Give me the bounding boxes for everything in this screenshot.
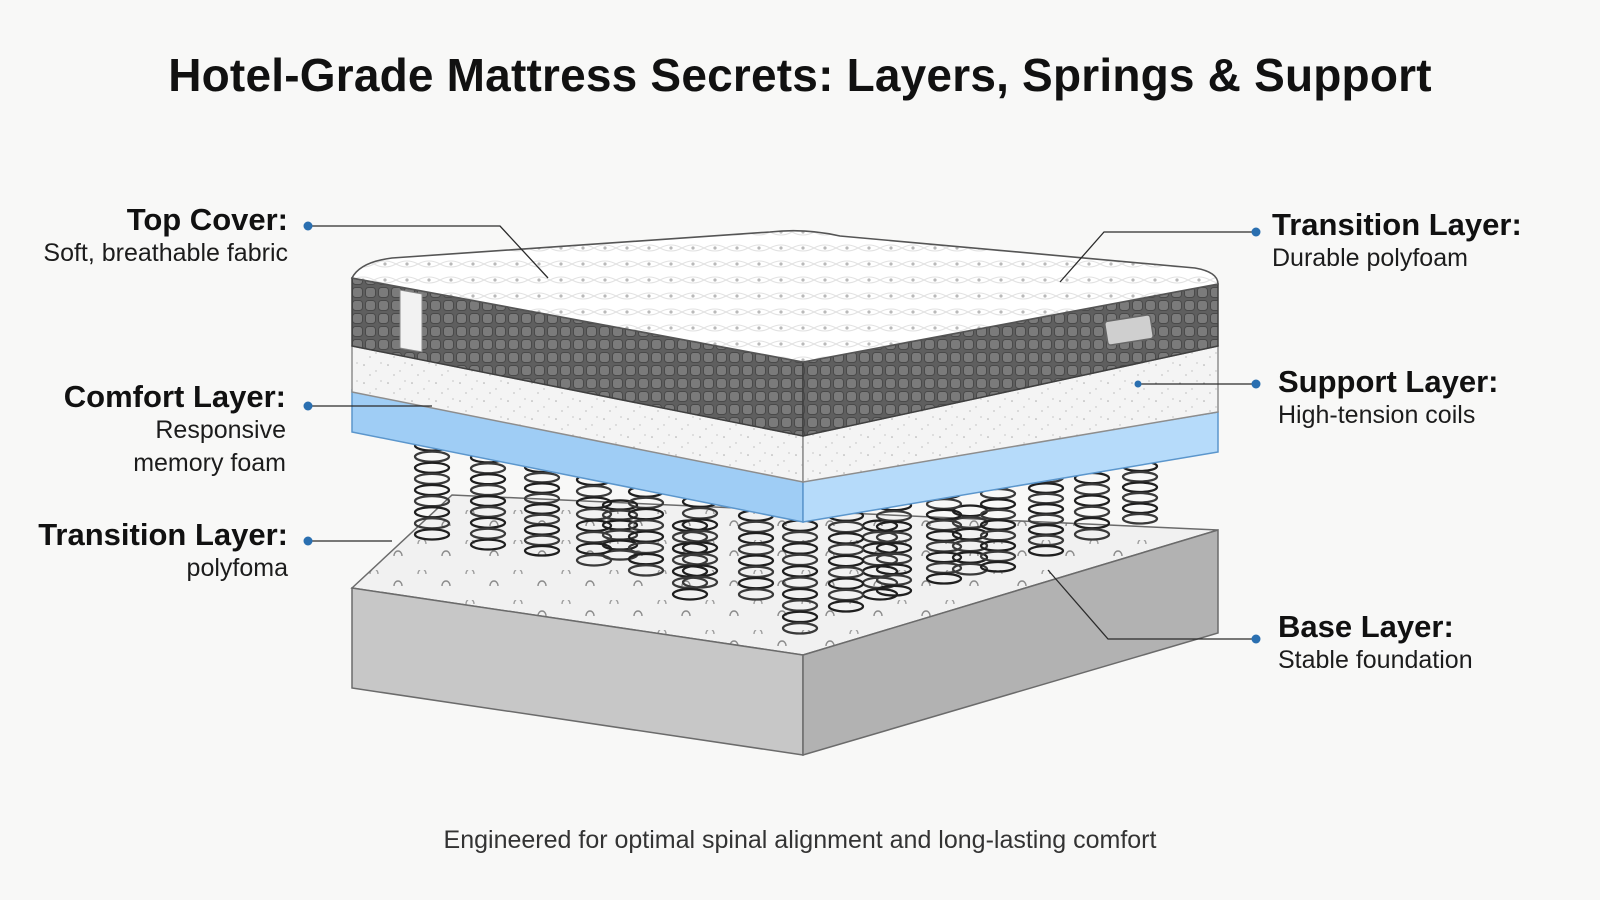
- label-top-cover: Top Cover: Soft, breathable fabric: [43, 202, 288, 270]
- label-comfort-layer-desc-line1: Responsive: [155, 416, 286, 445]
- top-cover-mattress: [350, 229, 1219, 437]
- label-base-layer-desc: Stable foundation: [1278, 646, 1473, 675]
- label-transition-layer-right-desc: Durable polyfoam: [1272, 244, 1468, 273]
- coil-spring: [575, 473, 613, 567]
- label-comfort-layer-title: Comfort Layer:: [63, 379, 286, 414]
- diagram-caption: Engineered for optimal spinal alignment …: [443, 826, 1157, 854]
- label-comfort-layer-desc-line2: memory foam: [133, 449, 286, 478]
- label-comfort-layer: Comfort Layer: Responsive memory foam: [63, 379, 286, 480]
- label-transition-layer-left-title: Transition Layer:: [38, 517, 288, 552]
- coil-spring: [627, 485, 665, 577]
- label-support-layer-desc: High-tension coils: [1278, 401, 1476, 430]
- coil-spring: [1121, 439, 1159, 525]
- label-transition-layer-left: Transition Layer: polyfoma: [38, 517, 288, 585]
- diagram-title: Hotel-Grade Mattress Secrets: Layers, Sp…: [168, 49, 1432, 101]
- label-base-layer-title: Base Layer:: [1278, 609, 1454, 644]
- label-top-cover-desc: Soft, breathable fabric: [43, 239, 288, 268]
- label-transition-layer-left-desc: polyfoma: [186, 554, 288, 583]
- label-support-layer: Support Layer: High-tension coils: [1278, 364, 1499, 432]
- leader-lines: [308, 225, 1256, 640]
- coil-spring: [875, 499, 913, 597]
- leader-dots: [303, 221, 1261, 644]
- label-top-cover-title: Top Cover:: [126, 202, 288, 237]
- label-base-layer: Base Layer: Stable foundation: [1278, 609, 1473, 677]
- coil-spring: [681, 495, 719, 589]
- label-transition-layer-right-title: Transition Layer:: [1272, 207, 1522, 242]
- coil-spring: [827, 509, 865, 613]
- label-support-layer-title: Support Layer:: [1278, 364, 1499, 399]
- coil-spring: [469, 451, 507, 551]
- label-transition-layer-right: Transition Layer: Durable polyfoam: [1272, 207, 1522, 275]
